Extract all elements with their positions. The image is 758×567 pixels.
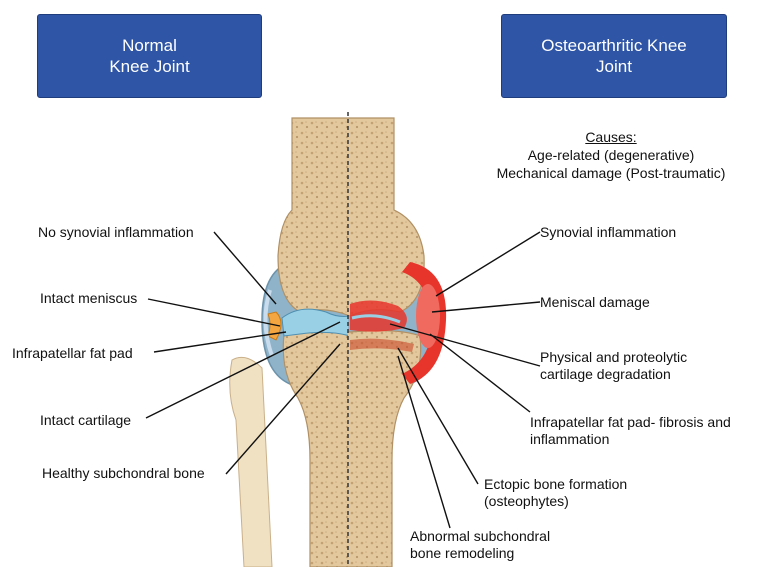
label-fat-pad-fibrosis-line2: inflammation — [530, 431, 731, 448]
leader-fatpad-right — [430, 334, 530, 412]
label-ectopic-bone-formation: Ectopic bone formation (osteophytes) — [484, 476, 627, 510]
label-abnormal-subchondral-remodeling: Abnormal subchondral bone remodeling — [410, 528, 550, 562]
label-ectopic-line1: Ectopic bone formation — [484, 476, 627, 493]
label-cartilage-degradation-line1: Physical and proteolytic — [540, 349, 687, 366]
leader-ectopic — [398, 348, 478, 484]
label-infrapatellar-fat-pad: Infrapatellar fat pad — [12, 345, 133, 362]
leader-no-synovial — [214, 232, 276, 304]
label-ectopic-line2: (osteophytes) — [484, 493, 627, 510]
leader-abnormal — [398, 356, 450, 528]
label-intact-meniscus: Intact meniscus — [40, 290, 137, 307]
label-intact-cartilage: Intact cartilage — [40, 412, 131, 429]
femur — [278, 118, 424, 316]
label-fat-pad-fibrosis: Infrapatellar fat pad- fibrosis and infl… — [530, 414, 731, 448]
leader-meniscal — [432, 302, 540, 312]
label-abnormal-line1: Abnormal subchondral — [410, 528, 550, 545]
leader-synovial — [436, 232, 540, 296]
label-healthy-subchondral-bone: Healthy subchondral bone — [42, 465, 205, 482]
label-synovial-inflammation: Synovial inflammation — [540, 224, 676, 241]
label-cartilage-degradation-line2: cartilage degradation — [540, 366, 687, 383]
label-cartilage-degradation: Physical and proteolytic cartilage degra… — [540, 349, 687, 383]
label-meniscal-damage: Meniscal damage — [540, 294, 650, 311]
label-abnormal-line2: bone remodeling — [410, 545, 550, 562]
label-fat-pad-fibrosis-line1: Infrapatellar fat pad- fibrosis and — [530, 414, 731, 431]
label-no-synovial-inflammation: No synovial inflammation — [38, 224, 194, 241]
tibia — [283, 330, 420, 567]
leader-intact-meniscus — [148, 299, 280, 326]
